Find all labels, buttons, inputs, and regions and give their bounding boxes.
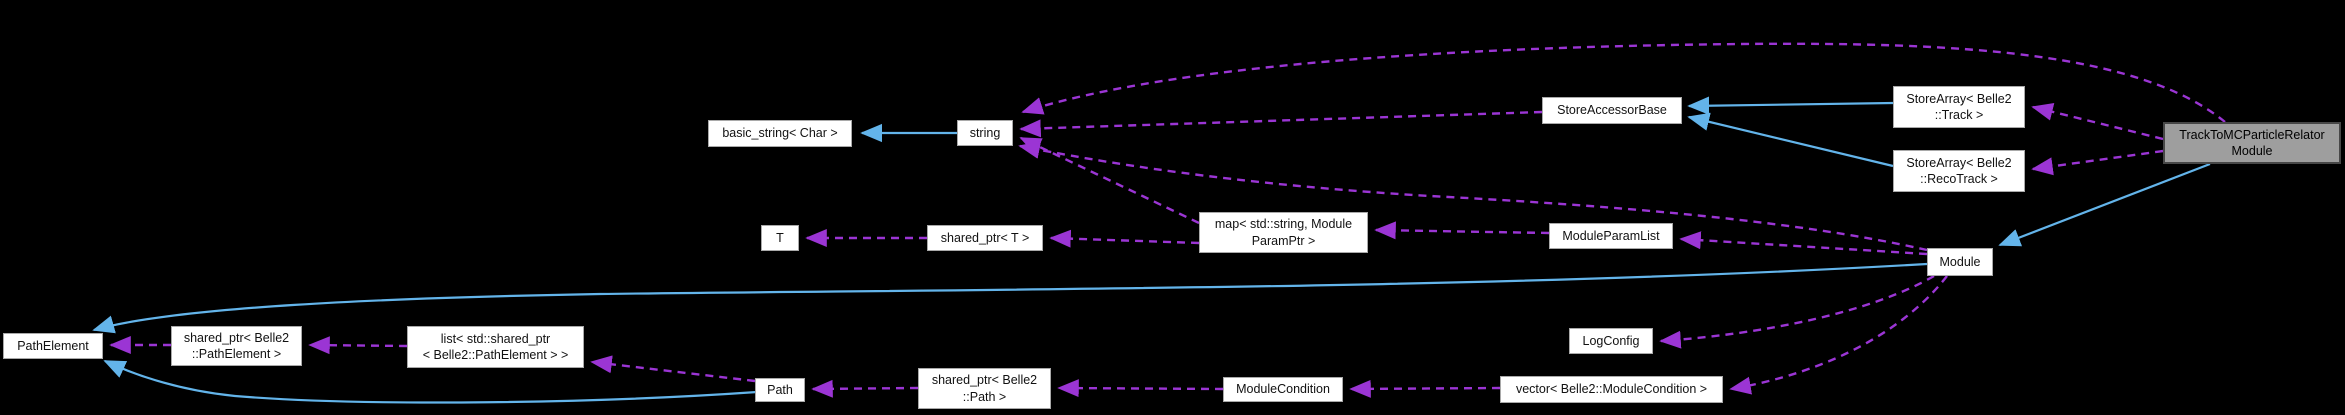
edge-module-to-module-param-list — [1679, 231, 1928, 256]
edge-module-condition-to-shared-ptr-path — [1057, 379, 1224, 398]
edge-path-to-path-element — [103, 360, 758, 404]
edge-track-to-mc-particle-relator-module-to-store-array-track — [2031, 102, 2164, 141]
diagram-node-string[interactable]: string — [957, 120, 1013, 146]
node-label: shared_ptr< Belle2 — [183, 330, 290, 345]
edge-store-array-track-to-store-accessor-base — [1687, 96, 1894, 115]
edge-track-to-mc-particle-relator-module-to-store-array-reco-track — [2031, 149, 2164, 176]
node-label: shared_ptr< T > — [940, 230, 1030, 245]
edge-module-to-log-config — [1659, 274, 1935, 349]
diagram-node-log-config[interactable]: LogConfig — [1569, 328, 1653, 354]
node-label: map< std::string, Module — [1214, 217, 1353, 231]
edge-module-to-path-element — [92, 262, 1928, 334]
node-label: ::RecoTrack > — [1920, 172, 1998, 186]
edge-map-module-param-ptr-to-shared-ptr-t — [1049, 229, 1200, 248]
node-label: PathElement — [17, 338, 89, 353]
diagram-node-module-param-list[interactable]: ModuleParamList — [1549, 223, 1673, 249]
node-label: TrackToMCParticleRelator — [2179, 127, 2325, 142]
edge-shared-ptr-path-to-path — [811, 379, 919, 398]
diagram-node-module[interactable]: Module — [1927, 248, 1993, 276]
node-label: StoreArray< Belle2 — [1906, 155, 2012, 170]
node-label: StoreArray< Belle2 — [1906, 91, 2012, 106]
edge-list-shared-ptr-path-element-to-shared-ptr-path-element — [308, 336, 408, 355]
node-label: Module — [1939, 254, 1981, 269]
node-label: ::PathElement > — [191, 347, 282, 361]
edge-path-to-list-shared-ptr-path-element — [590, 355, 756, 383]
node-label: LogConfig — [1582, 333, 1640, 348]
diagram-node-shared-ptr-t[interactable]: shared_ptr< T > — [927, 225, 1043, 251]
node-label: basic_string< Char > — [722, 126, 838, 141]
node-label: string — [969, 125, 1001, 140]
node-label: ParamPtr > — [1251, 233, 1316, 248]
node-label: Module — [2231, 144, 2273, 158]
node-label: ModuleParamList — [1562, 228, 1660, 243]
diagram-node-t[interactable]: T — [761, 225, 799, 251]
diagram-node-path-element[interactable]: PathElement — [3, 333, 103, 359]
diagram-node-shared-ptr-path-element[interactable]: shared_ptr< Belle2::PathElement > — [171, 326, 302, 366]
node-label: list< std::shared_ptr — [440, 331, 551, 346]
node-label: < Belle2::PathElement > > — [422, 348, 569, 362]
diagram-node-module-condition[interactable]: ModuleCondition — [1223, 377, 1343, 402]
edge-store-accessor-base-to-string — [1019, 110, 1543, 138]
diagram-node-path[interactable]: Path — [755, 378, 805, 402]
edge-map-module-param-ptr-to-string — [1019, 136, 1200, 225]
edge-track-to-mc-particle-relator-module-to-string — [1021, 42, 2226, 123]
edge-vector-module-condition-to-module-condition — [1349, 379, 1501, 398]
diagram-node-basic-string-char[interactable]: basic_string< Char > — [708, 120, 852, 147]
node-label: shared_ptr< Belle2 — [931, 373, 1038, 387]
diagram-node-list-shared-ptr-path-element[interactable]: list< std::shared_ptr< Belle2::PathEleme… — [407, 326, 584, 368]
diagram-node-store-array-reco-track[interactable]: StoreArray< Belle2::RecoTrack > — [1893, 150, 2025, 192]
node-label: T — [776, 230, 784, 245]
node-label: vector< Belle2::ModuleCondition > — [1515, 382, 1708, 397]
edge-track-to-mc-particle-relator-module-to-module — [1998, 162, 2211, 247]
node-label: ModuleCondition — [1236, 382, 1330, 397]
edge-module-to-vector-module-condition — [1729, 275, 1948, 395]
node-label: ::Path > — [962, 389, 1007, 404]
diagram-node-shared-ptr-path[interactable]: shared_ptr< Belle2::Path > — [918, 368, 1051, 409]
edge-module-to-string — [1018, 141, 1928, 252]
diagram-node-store-array-track[interactable]: StoreArray< Belle2::Track > — [1893, 86, 2025, 128]
node-label: ::Track > — [1934, 108, 1984, 122]
edge-module-param-list-to-map-module-param-ptr — [1374, 221, 1550, 240]
diagram-node-store-accessor-base[interactable]: StoreAccessorBase — [1542, 97, 1682, 124]
edge-store-array-reco-track-to-store-accessor-base — [1687, 112, 1894, 168]
diagram-node-vector-module-condition[interactable]: vector< Belle2::ModuleCondition > — [1500, 376, 1723, 403]
node-label: Path — [767, 382, 793, 397]
node-label: StoreAccessorBase — [1557, 103, 1667, 118]
